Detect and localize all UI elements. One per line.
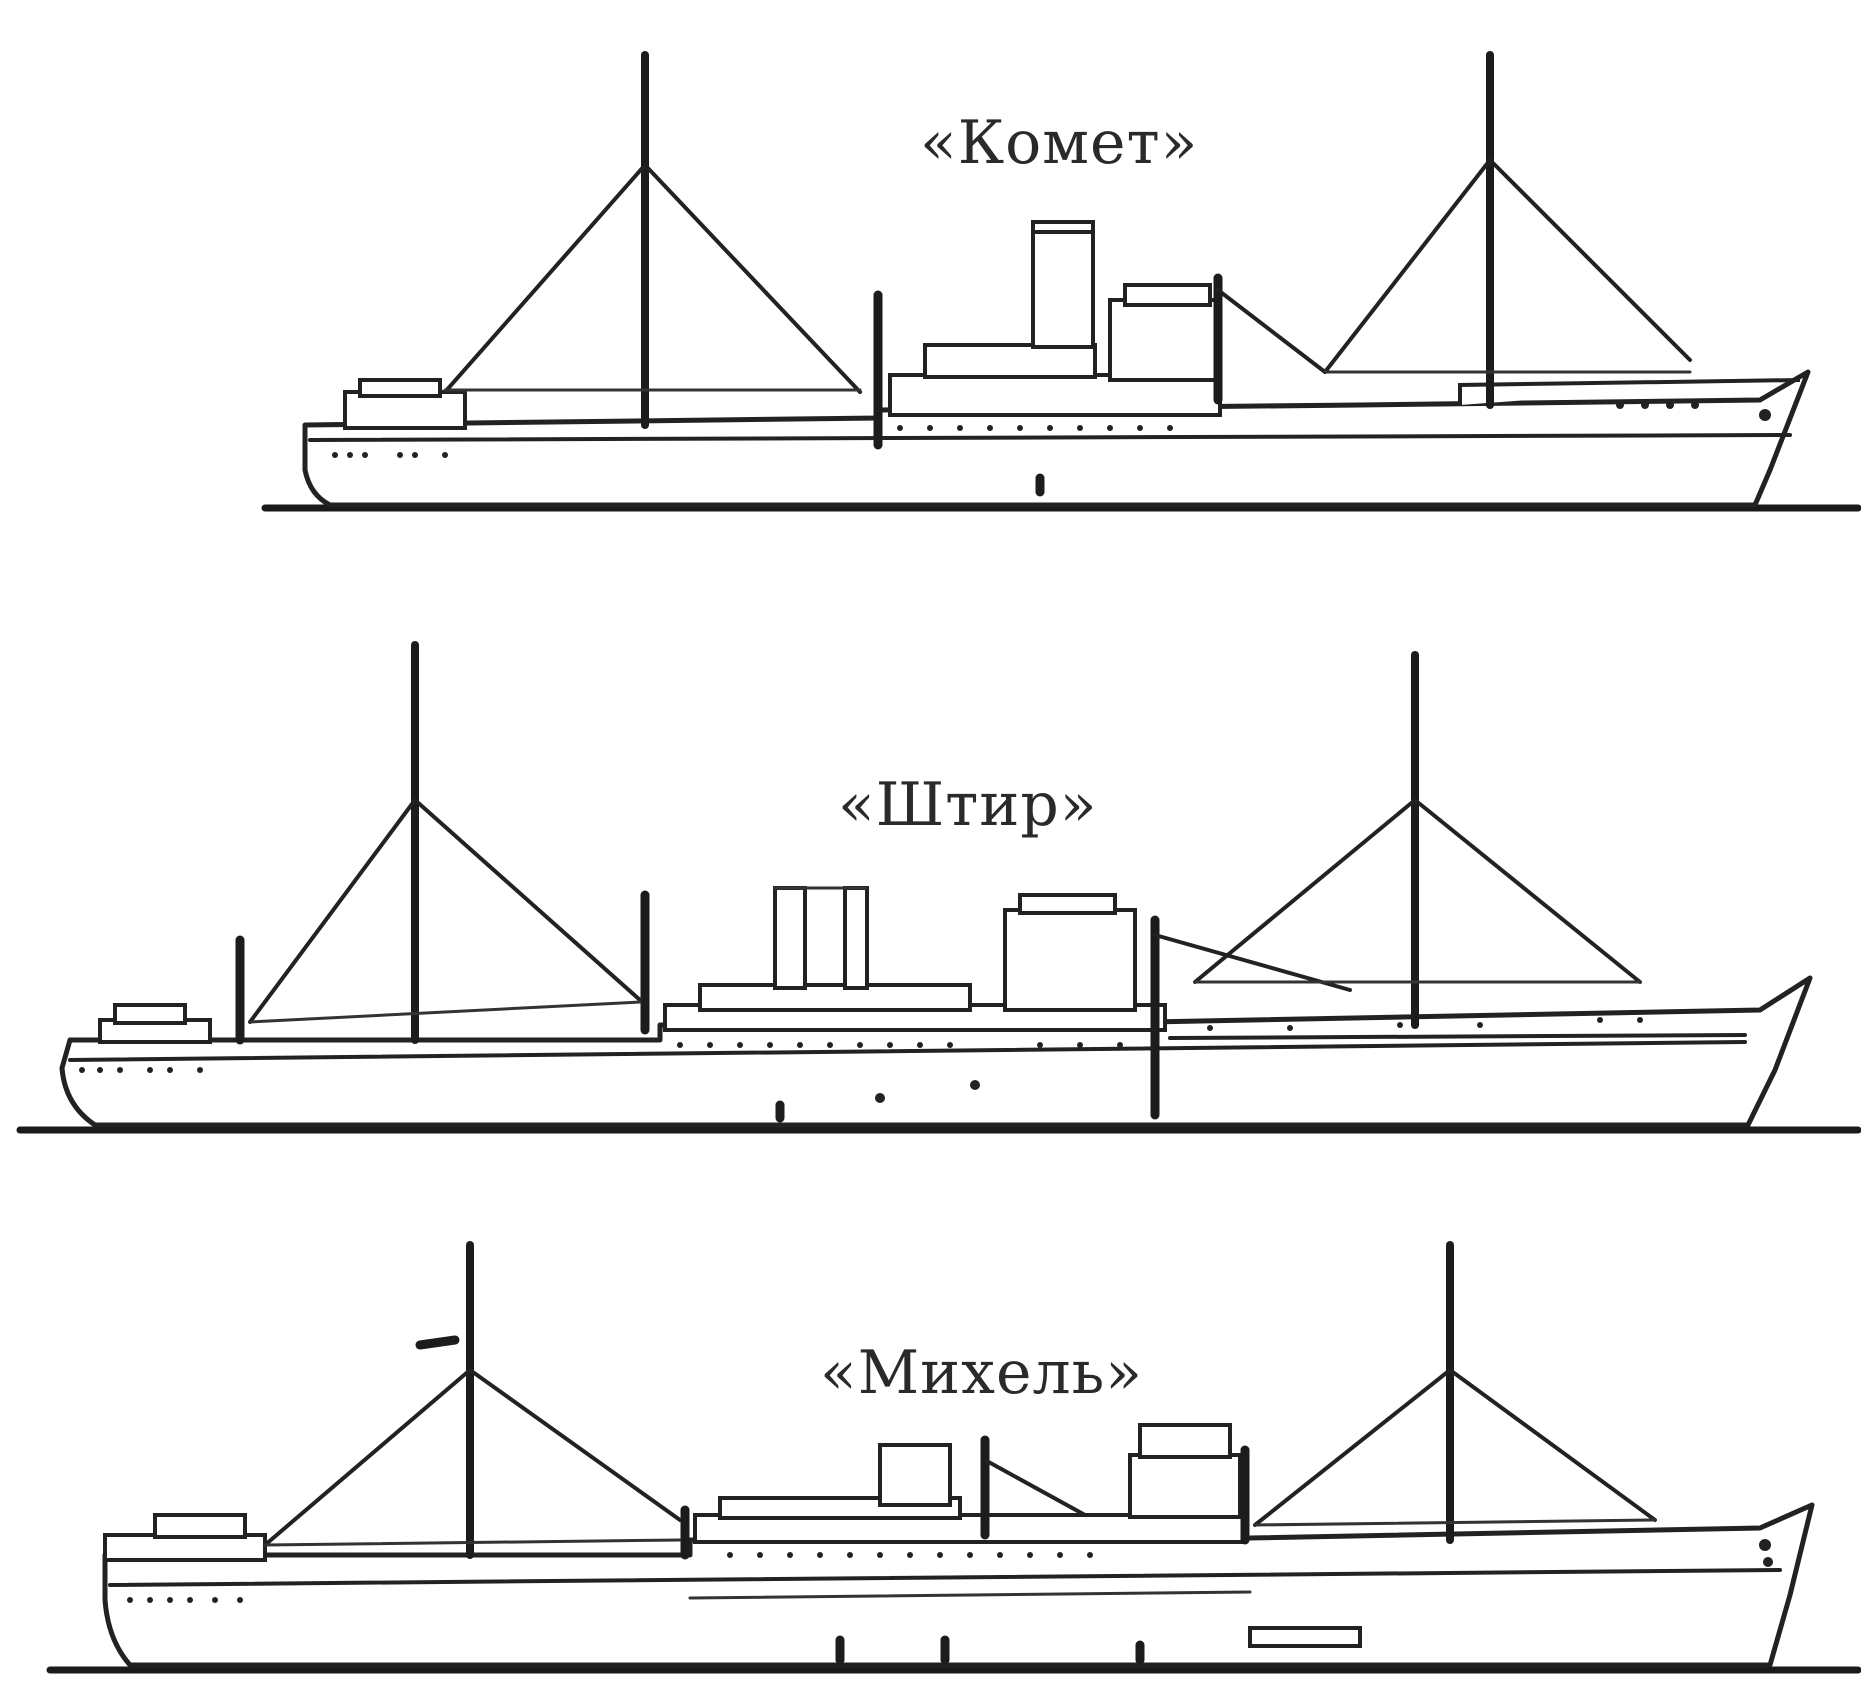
- ship-drawing-komet: [261, 51, 1861, 512]
- portholes-shtir: [79, 1017, 1643, 1103]
- portholes-mikhel: [127, 1539, 1773, 1603]
- hull-mikhel: [102, 1502, 1815, 1668]
- ship-name-shtir: «Штир»: [838, 770, 1098, 840]
- portholes-komet: [332, 401, 1771, 458]
- ship-drawing-mikhel: [46, 1241, 1861, 1674]
- ship-name-mikhel: «Михель»: [820, 1338, 1143, 1408]
- ship-name-komet: «Комет»: [920, 108, 1199, 178]
- ship-drawing-shtir: [16, 641, 1861, 1134]
